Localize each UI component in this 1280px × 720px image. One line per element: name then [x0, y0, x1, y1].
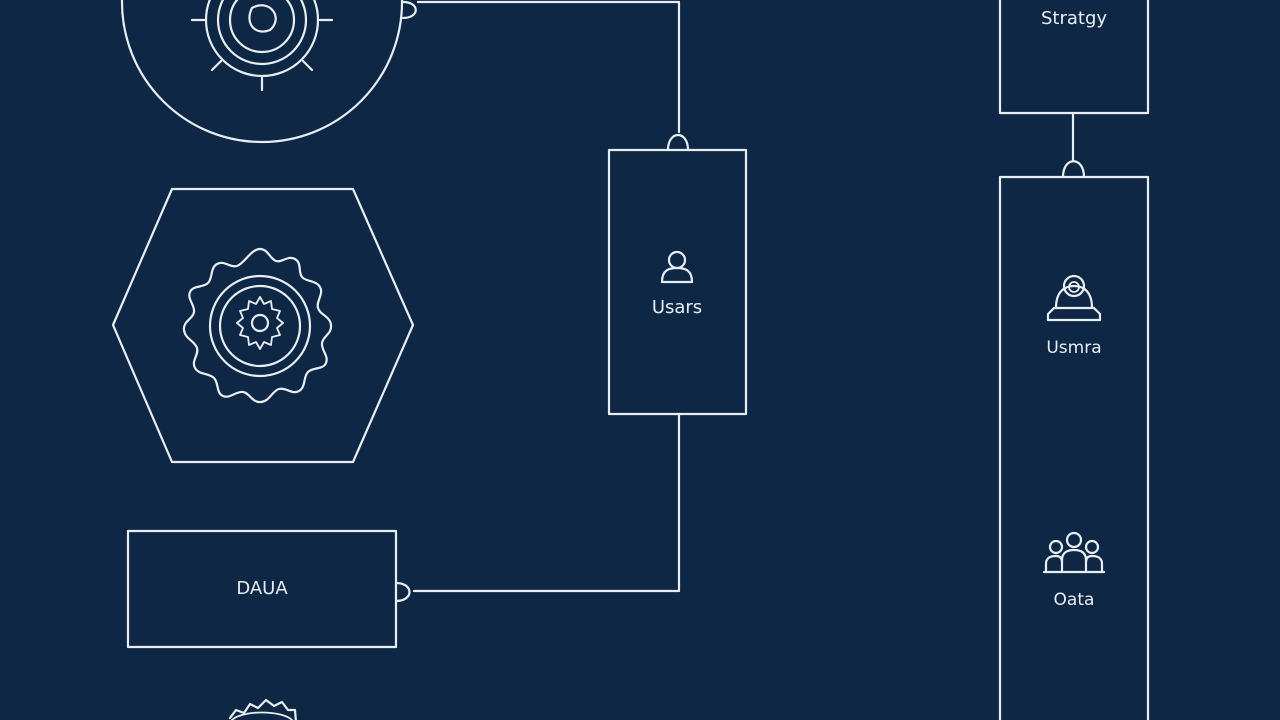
connectors [412, 0, 1075, 593]
hexagon-outline [111, 187, 415, 464]
strategy-box-label: Stratgy [1041, 8, 1107, 29]
strategy-box-node[interactable]: Stratgy [998, 0, 1150, 115]
strategy-box-outline [998, 0, 1150, 115]
gear-icon [228, 698, 297, 720]
tall-box-item-label-1: Usmra [1046, 338, 1101, 358]
data-box-node[interactable]: DAUA [126, 529, 411, 649]
data-box-label: DAUA [236, 578, 288, 599]
top-gear-circle-outline [120, 0, 404, 144]
users-box-port-top [666, 133, 690, 152]
hex-gear-node[interactable] [111, 187, 415, 464]
gear-icon [182, 247, 333, 404]
users-box-outline [607, 148, 748, 416]
tall-box-node[interactable]: Usmra Oata [998, 160, 1150, 720]
connector-users-to-data [412, 412, 681, 593]
data-box-port [394, 581, 411, 603]
tall-box-port-top [1061, 160, 1086, 179]
tall-box-outline [998, 175, 1150, 720]
connector-gear-to-users [416, 0, 681, 134]
data-box-outline [126, 529, 398, 649]
gear-icon [190, 0, 334, 92]
user-badge-icon [1046, 274, 1102, 322]
top-gear-node[interactable] [120, 0, 417, 144]
users-box-node[interactable]: Usars [607, 133, 748, 416]
user-icon [660, 250, 694, 284]
bottom-gear-node[interactable] [228, 698, 297, 720]
tall-box-item-label-2: Oata [1054, 590, 1095, 610]
users-group-icon [1042, 531, 1106, 574]
users-box-label: Usars [652, 297, 702, 318]
